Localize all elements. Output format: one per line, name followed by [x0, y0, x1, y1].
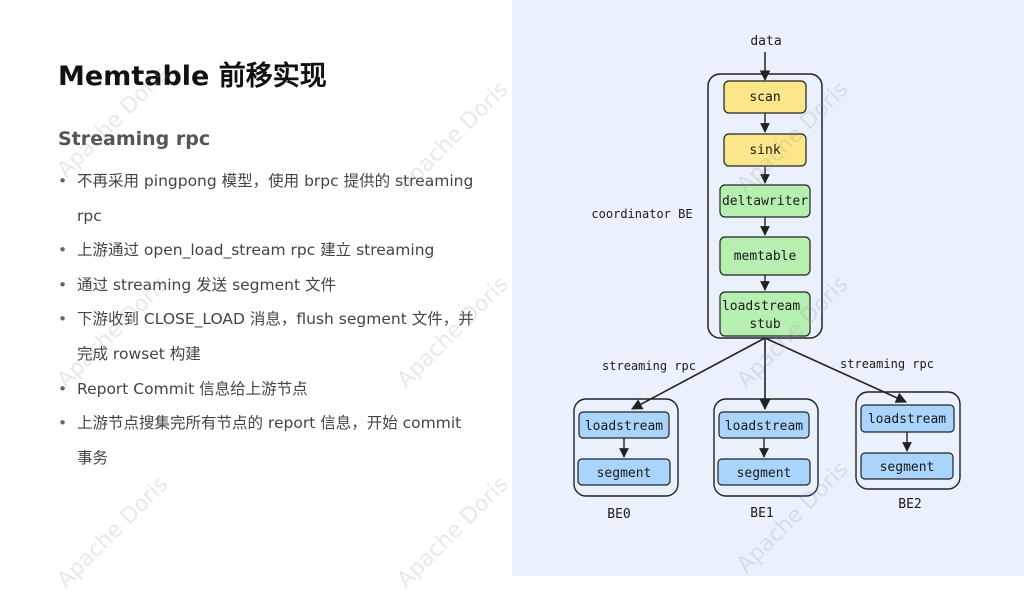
bullet-item: 上游节点搜集完所有节点的 report 信息，开始 commit 事务	[58, 406, 478, 475]
bullet-list: 不再采用 pingpong 模型，使用 brpc 提供的 streaming r…	[58, 164, 478, 475]
be1-container	[713, 398, 819, 497]
be1-loadstream-label: loadstream	[725, 419, 803, 434]
data-label: data	[750, 34, 781, 49]
bullet-item: 不再采用 pingpong 模型，使用 brpc 提供的 streaming r…	[58, 164, 478, 233]
loadstream-stub-node	[719, 291, 811, 337]
coordinator-label: coordinator BE	[591, 207, 692, 221]
be0-segment-node	[577, 458, 671, 486]
be2-label: BE2	[898, 497, 921, 512]
slide-title: Memtable 前移实现	[58, 61, 327, 92]
sink-node-label: sink	[749, 143, 780, 158]
architecture-diagram: data coordinator BE scan sink deltawrite…	[573, 34, 961, 522]
be1-segment-label: segment	[737, 466, 792, 481]
be1-segment-node	[717, 458, 811, 486]
bullet-item: Report Commit 信息给上游节点	[58, 372, 478, 407]
be2-loadstream-label: loadstream	[868, 412, 946, 427]
streaming-arrow-be0	[631, 337, 766, 410]
edge-label-left: streaming rpc	[602, 359, 696, 373]
be0-segment-label: segment	[597, 466, 652, 481]
be2-container	[855, 391, 961, 490]
loadstream-stub-node-label: loadstream stub	[722, 299, 808, 332]
deltawriter-node-label: deltawriter	[722, 194, 808, 209]
memtable-node-label: memtable	[734, 249, 797, 264]
be1-label: BE1	[750, 506, 773, 521]
bullet-item: 下游收到 CLOSE_LOAD 消息，flush segment 文件，并完成 …	[58, 302, 478, 371]
be2-segment-node	[860, 452, 954, 480]
edge-label-right: streaming rpc	[840, 357, 934, 371]
be2-segment-label: segment	[880, 460, 935, 475]
bullet-item: 通过 streaming 发送 segment 文件	[58, 268, 478, 303]
scan-node-label: scan	[749, 90, 780, 105]
slide-subtitle: Streaming rpc	[58, 128, 211, 150]
be0-container	[573, 398, 679, 497]
be0-label: BE0	[607, 507, 630, 522]
be0-loadstream-label: loadstream	[585, 419, 663, 434]
bullet-item: 上游通过 open_load_stream rpc 建立 streaming	[58, 233, 478, 268]
